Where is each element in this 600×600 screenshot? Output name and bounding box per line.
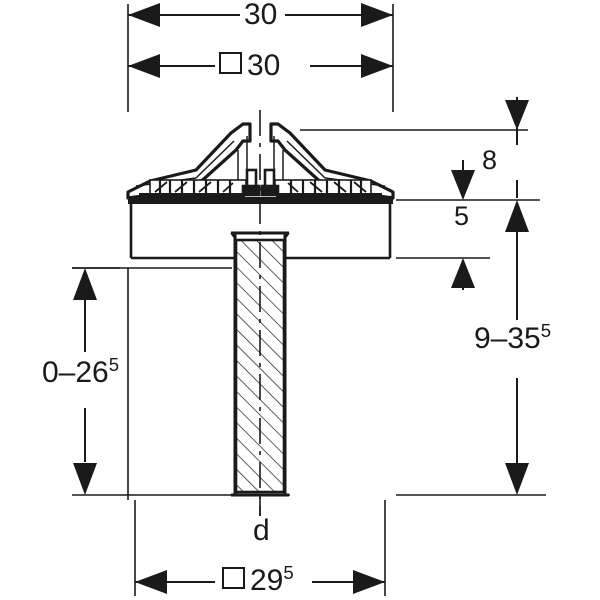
dim-label-bottom: 295 [218, 563, 298, 596]
dim-label-top-outer: 30 [240, 0, 282, 30]
square-symbol-icon-bottom [222, 566, 245, 590]
grate-slots-left [149, 179, 247, 195]
dim-top-outer [128, 3, 393, 27]
square-symbol-icon [219, 51, 242, 75]
grate-hatch-detail [154, 181, 367, 193]
dim-left-range [73, 268, 97, 495]
dim-label-pipe-diameter: d [249, 516, 274, 546]
dim-right-total [505, 200, 529, 495]
flange-side-walls [129, 204, 392, 260]
extension-lines [72, 4, 546, 596]
dim-label-right-total: 9–355 [470, 321, 556, 354]
dim-label-right-5: 5 [450, 203, 474, 230]
dim-label-top-inner: 30 [215, 51, 285, 81]
dim-right-8 [505, 97, 529, 198]
dim-label-left-range: 0–265 [38, 355, 124, 388]
grate-slots-right [274, 179, 372, 195]
dim-top-inner [128, 54, 393, 78]
dim-bottom [135, 570, 385, 594]
dim-label-right-8: 8 [478, 147, 502, 174]
dim-right-5 [451, 160, 475, 290]
cover-center-hub [241, 168, 280, 197]
